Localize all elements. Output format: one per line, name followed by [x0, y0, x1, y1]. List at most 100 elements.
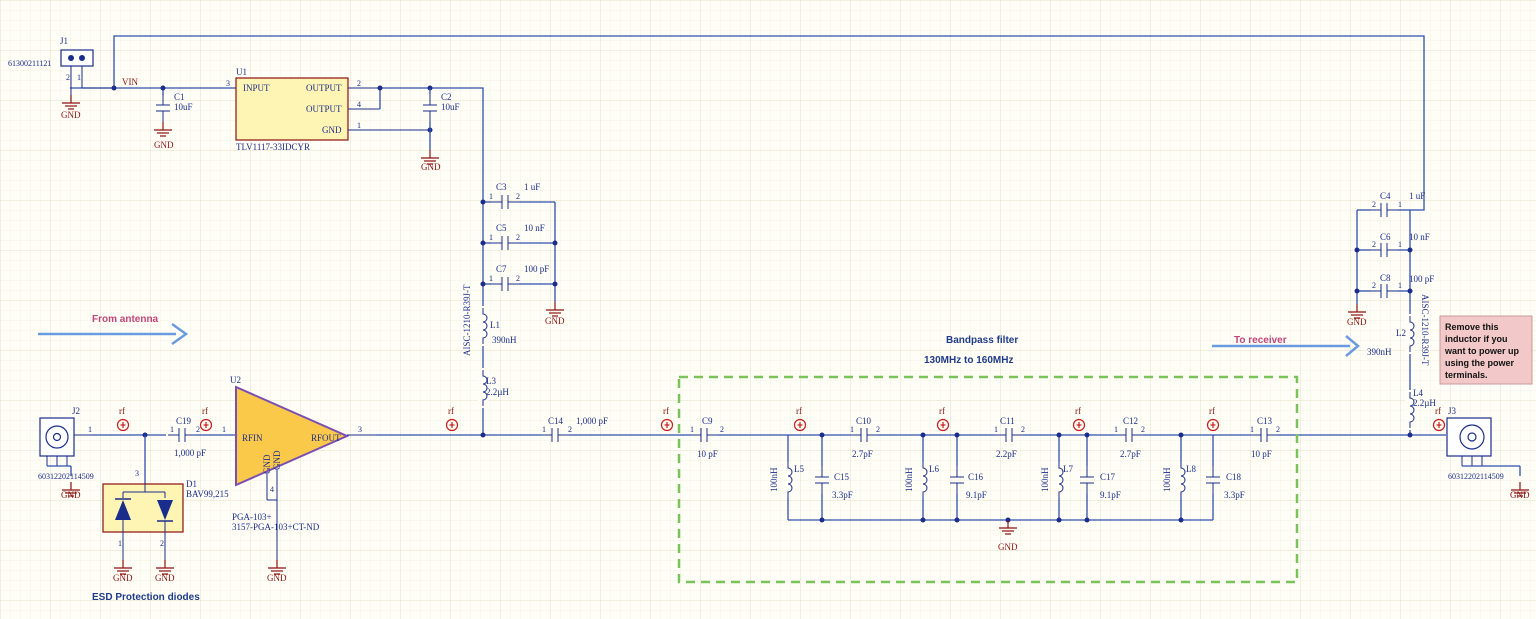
svg-text:1: 1 [357, 121, 361, 130]
svg-text:390nH: 390nH [492, 335, 517, 345]
svg-text:3: 3 [135, 469, 139, 478]
svg-text:10 pF: 10 pF [1251, 449, 1272, 459]
svg-text:C11: C11 [1000, 416, 1015, 426]
svg-text:2: 2 [516, 233, 520, 242]
svg-text:2: 2 [876, 425, 880, 434]
svg-text:GND: GND [155, 573, 175, 583]
svg-text:C10: C10 [856, 416, 872, 426]
svg-text:PGA-103+: PGA-103+ [232, 512, 272, 522]
svg-text:1: 1 [222, 425, 226, 434]
tank-l7-c17: L7 100nH C17 9.1pF [1040, 435, 1121, 520]
svg-text:100 pF: 100 pF [524, 264, 549, 274]
svg-text:rf: rf [939, 406, 945, 416]
svg-text:1: 1 [994, 425, 998, 434]
svg-text:C14: C14 [548, 416, 564, 426]
tank-l5-c15: L5 100nH C15 3.3pF [769, 435, 853, 520]
rf-test-point: rf [1432, 406, 1446, 432]
svg-text:2.2pF: 2.2pF [996, 449, 1017, 459]
svg-text:1: 1 [1250, 425, 1254, 434]
capacitor-c1: C1 10uF GND [153, 92, 193, 150]
svg-text:1,000 pF: 1,000 pF [576, 416, 608, 426]
svg-text:60312202114509: 60312202114509 [1448, 472, 1504, 481]
svg-text:GND: GND [421, 162, 441, 172]
svg-text:1: 1 [77, 73, 81, 82]
svg-text:C1: C1 [174, 92, 185, 102]
svg-text:C2: C2 [441, 92, 452, 102]
rf-test-point: rf [793, 406, 807, 432]
svg-text:1 uF: 1 uF [524, 182, 540, 192]
svg-text:2: 2 [568, 425, 572, 434]
svg-text:3: 3 [226, 79, 230, 88]
svg-text:2: 2 [1372, 281, 1376, 290]
svg-text:2.2µH: 2.2µH [486, 387, 509, 397]
rf-test-point: rf [116, 406, 130, 432]
rf-test-point: rf [660, 406, 674, 432]
svg-text:RFOUT: RFOUT [311, 433, 341, 443]
svg-text:C19: C19 [176, 416, 192, 426]
svg-text:390nH: 390nH [1367, 347, 1392, 357]
rf-test-point: rf [1072, 406, 1086, 432]
svg-text:100nH: 100nH [769, 467, 779, 492]
svg-text:2: 2 [1276, 425, 1280, 434]
svg-text:rf: rf [1209, 406, 1215, 416]
rf-test-point: rf [936, 406, 950, 432]
svg-text:C12: C12 [1123, 416, 1138, 426]
svg-text:GND: GND [322, 125, 342, 135]
svg-text:2: 2 [66, 73, 70, 82]
svg-text:C5: C5 [496, 223, 507, 233]
svg-text:rf: rf [796, 406, 802, 416]
to-receiver-arrow: To receiver [1212, 335, 1360, 357]
svg-text:4: 4 [270, 485, 274, 494]
svg-text:L5: L5 [794, 464, 804, 474]
svg-text:GND: GND [267, 573, 287, 583]
svg-text:10 nF: 10 nF [524, 223, 545, 233]
svg-text:100nH: 100nH [904, 467, 914, 492]
svg-text:rf: rf [1435, 406, 1441, 416]
esd-label: ESD Protection diodes [92, 592, 200, 603]
svg-text:terminals.: terminals. [1445, 370, 1488, 380]
inductor-l1: AISC-1210-R39J-T L1 390nH [462, 284, 517, 356]
svg-text:3157-PGA-103+CT-ND: 3157-PGA-103+CT-ND [232, 522, 320, 532]
svg-text:L1: L1 [490, 320, 500, 330]
svg-text:1: 1 [1398, 281, 1402, 290]
svg-text:C17: C17 [1100, 472, 1116, 482]
svg-text:1: 1 [690, 425, 694, 434]
svg-text:1: 1 [170, 425, 174, 434]
svg-text:BAV99,215: BAV99,215 [186, 489, 229, 499]
bandpass-filter-box [677, 375, 1299, 584]
svg-text:U2: U2 [230, 375, 241, 385]
svg-text:2: 2 [720, 425, 724, 434]
j1-part-number: 61300211121 [8, 59, 51, 68]
svg-text:3.3pF: 3.3pF [832, 490, 853, 500]
svg-text:3: 3 [358, 425, 362, 434]
svg-text:C18: C18 [1226, 472, 1242, 482]
filter-range: 130MHz to 160MHz [924, 355, 1013, 366]
svg-text:10 nF: 10 nF [1409, 232, 1430, 242]
connector-j2: 1 J2 60312202114509 GND [38, 406, 94, 500]
svg-text:GND: GND [998, 542, 1018, 552]
svg-text:1 uF: 1 uF [1409, 191, 1425, 201]
svg-text:9.1pF: 9.1pF [1100, 490, 1121, 500]
svg-text:want to power up: want to power up [1444, 346, 1519, 356]
svg-text:100 pF: 100 pF [1409, 274, 1434, 284]
svg-text:1: 1 [489, 192, 493, 201]
svg-text:4: 4 [357, 100, 361, 109]
svg-text:GND: GND [262, 454, 272, 474]
svg-text:2: 2 [196, 425, 200, 434]
svg-text:GND: GND [113, 573, 133, 583]
svg-text:1: 1 [1398, 240, 1402, 249]
svg-text:C8: C8 [1380, 273, 1391, 283]
svg-text:2: 2 [516, 192, 520, 201]
svg-text:using the power: using the power [1445, 358, 1515, 368]
svg-text:10uF: 10uF [441, 102, 460, 112]
svg-text:INPUT: INPUT [243, 83, 270, 93]
u1-part-number: TLV1117-33IDCYR [236, 142, 310, 152]
svg-text:C4: C4 [1380, 191, 1391, 201]
